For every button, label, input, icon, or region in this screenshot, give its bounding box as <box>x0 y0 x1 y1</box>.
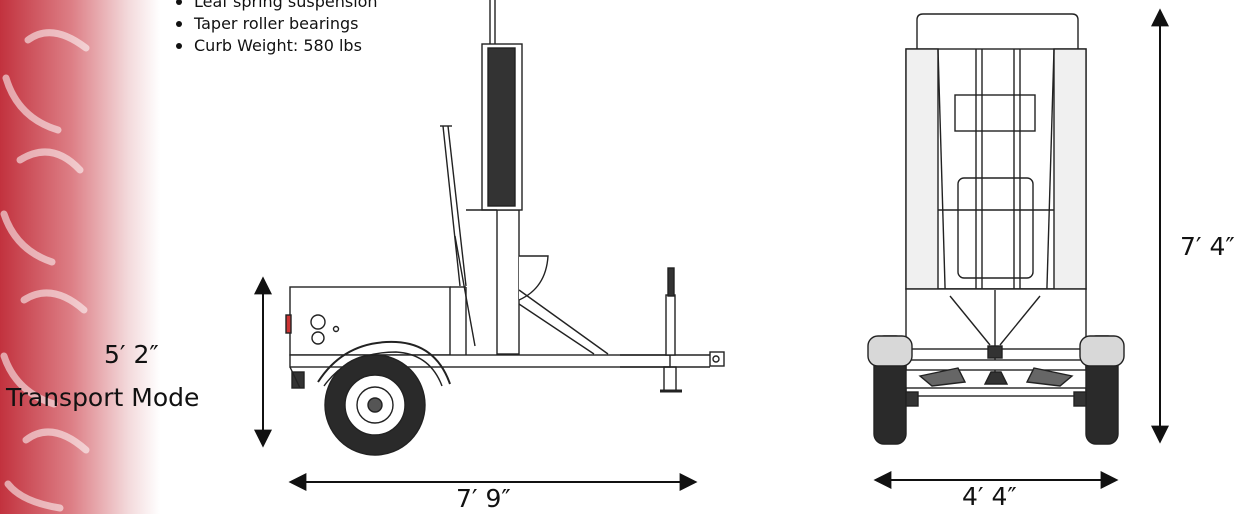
rear-width-label: 4′ 4″ <box>962 482 1017 511</box>
feature-list: Leaf spring suspension Taper roller bear… <box>172 0 378 57</box>
feature-item: Taper roller bearings <box>172 13 378 35</box>
side-view-trailer <box>285 0 725 456</box>
decorative-background-strip <box>0 0 160 514</box>
transport-mode-label: Transport Mode <box>6 383 200 412</box>
transport-height-label: 5′ 2″ <box>104 340 159 369</box>
rear-height-label: 7′ 4″ <box>1180 232 1235 261</box>
side-length-label: 7′ 9″ <box>456 484 511 513</box>
feature-item: Leaf spring suspension <box>172 0 378 13</box>
feature-item: Curb Weight: 580 lbs <box>172 35 378 57</box>
rear-view-trailer <box>867 13 1125 445</box>
